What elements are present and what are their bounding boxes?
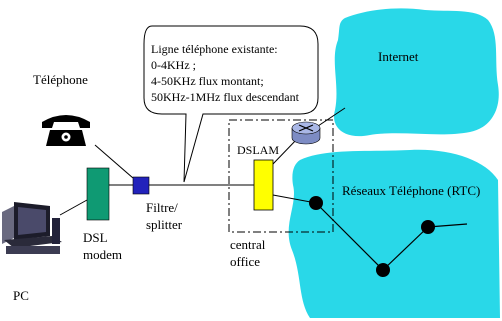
line-router-internet [314, 107, 346, 129]
internet-label: Internet [378, 49, 419, 64]
router-icon [291, 121, 321, 145]
internet-cloud [334, 8, 499, 137]
dsl-modem-box [86, 167, 110, 221]
rtc-label: Réseaux Téléphone (RTC) [342, 183, 480, 198]
line-dslam-rtc [272, 194, 317, 204]
filter-splitter-box [132, 176, 150, 195]
pc-icon [2, 202, 62, 254]
filter-label-line-2: splitter [146, 217, 183, 232]
central-office-boundary [228, 119, 334, 233]
pc-label: PC [13, 288, 29, 303]
callout-line-4: 50KHz-1MHz flux descendant [151, 90, 300, 104]
dslam-label: DSLAM [237, 143, 279, 157]
telephone-label: Téléphone [33, 72, 88, 87]
rtc-link-b [382, 226, 429, 271]
rtc-cloud [288, 149, 500, 318]
rtc-node-2 [376, 263, 390, 277]
callout-line-3: 4-50KHz flux montant; [151, 74, 264, 88]
rtc-node-1 [309, 196, 323, 210]
central-office-label-line-2: office [230, 254, 260, 269]
filter-label-line-1: Filtre/ [146, 200, 178, 215]
modem-label-line-2: modem [83, 247, 122, 262]
callout-line-2: 0-4KHz ; [151, 58, 196, 72]
line-pc-modem [59, 199, 88, 216]
dslam-box [253, 159, 274, 211]
telephone-icon [42, 115, 90, 146]
modem-label-line-1: DSL [83, 230, 108, 245]
callout-line-1: Ligne téléphone existante: [151, 42, 278, 56]
line-dslam-router [271, 137, 299, 166]
callout-bubble [143, 25, 319, 183]
rtc-node-3 [421, 220, 435, 234]
central-office-label-line-1: central [230, 237, 266, 252]
rtc-link-a [315, 202, 384, 271]
line-phone-filter [94, 144, 134, 179]
